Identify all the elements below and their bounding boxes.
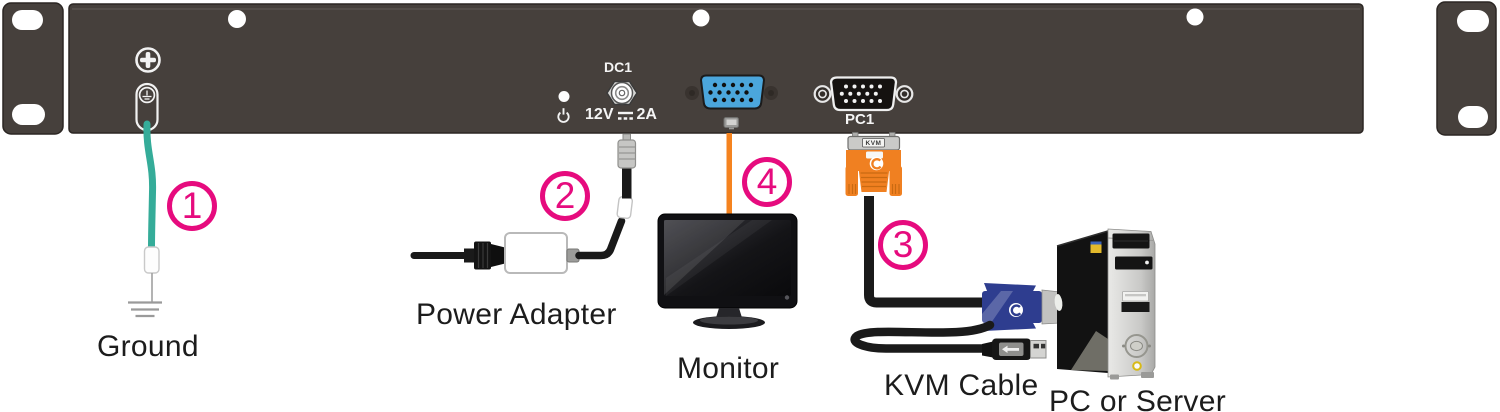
mount-hole	[12, 104, 45, 125]
power-adapter	[410, 133, 637, 274]
monitor-icon	[723, 117, 739, 130]
usb-plug	[982, 338, 1047, 360]
power-led	[558, 91, 570, 102]
panel-hole	[692, 9, 710, 27]
dc-barrel-plug	[617, 133, 637, 169]
panel-hole	[228, 10, 246, 28]
wire-ferrule	[143, 246, 160, 274]
mount-hole	[12, 10, 43, 30]
callout-step-3: 3	[878, 220, 928, 270]
dc-rating-voltage: 12V	[585, 106, 614, 123]
callout-step-1: 1	[167, 181, 217, 231]
rear-panel	[68, 3, 1364, 134]
monitor-label: Monitor	[677, 352, 780, 385]
rack-ear-right	[1436, 1, 1497, 136]
earth-symbol	[128, 301, 162, 318]
monitor	[657, 213, 798, 329]
dc-port-label: DC1	[604, 59, 633, 75]
dc-symbol-icon	[617, 111, 633, 120]
ground-wire	[128, 120, 162, 318]
panel-hole	[1186, 8, 1204, 26]
rack-ear-left	[2, 2, 64, 135]
kvm-sphd-connector	[845, 132, 983, 308]
grounding-screw-icon	[135, 47, 161, 73]
mount-hole	[1458, 106, 1488, 128]
kvm-pc-connector	[850, 283, 1078, 360]
ground-label: Ground	[97, 330, 199, 363]
vga-port-pc1	[813, 76, 914, 112]
callout-step-2: 2	[540, 171, 590, 221]
kvm-cable-label: KVM Cable	[884, 369, 1039, 402]
dc-power-jack	[606, 80, 638, 106]
power-adapter-label: Power Adapter	[416, 298, 617, 331]
callout-step-4: 4	[742, 157, 792, 207]
power-symbol-icon	[557, 108, 570, 123]
monitor-vga-cable	[726, 133, 732, 217]
adapter-body	[504, 232, 568, 274]
kvm-connector-tag: KVM	[866, 140, 882, 147]
pc1-port-label: PC1	[845, 111, 875, 128]
dc-rating-current: 2A	[636, 106, 657, 123]
dc-rating: 12V 2A	[577, 107, 665, 123]
pc-or-server-label: PC or Server	[1049, 385, 1226, 412]
pc-tower	[1054, 228, 1156, 380]
vga-port-monitor	[685, 74, 778, 110]
mount-hole	[1457, 10, 1489, 32]
